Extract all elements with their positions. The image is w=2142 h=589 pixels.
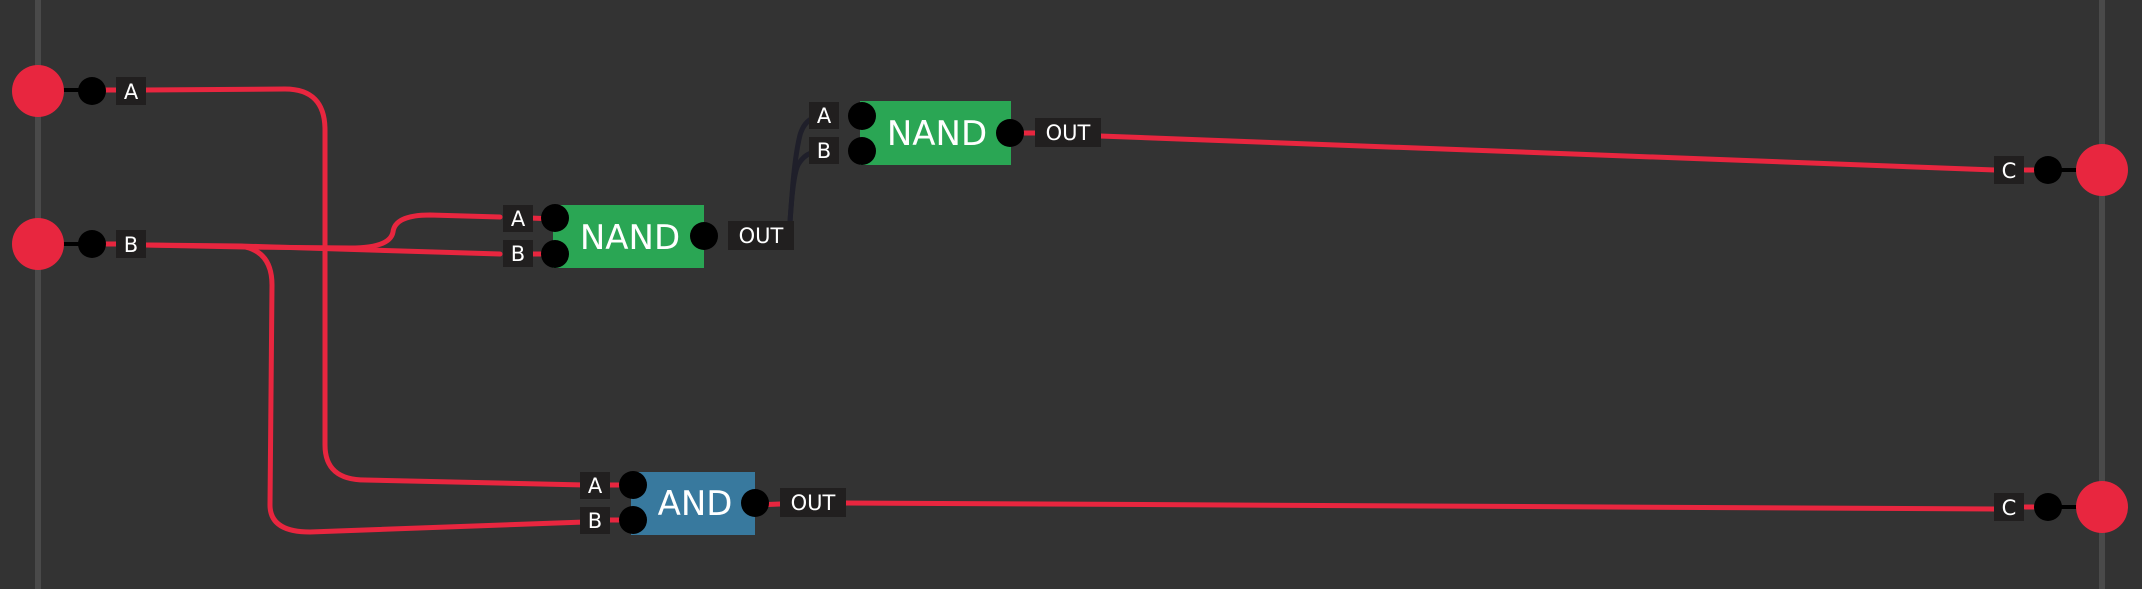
nand2-a-label: A bbox=[817, 104, 832, 128]
output-c-top[interactable]: C bbox=[1994, 144, 2128, 196]
and-a-label: A bbox=[588, 474, 603, 498]
output-c-bottom-indicator bbox=[2076, 481, 2128, 533]
input-b-label: B bbox=[124, 233, 138, 257]
and-a-chip bbox=[580, 472, 610, 499]
output-c-bottom-pin[interactable] bbox=[2034, 493, 2062, 521]
nand1-b-chip bbox=[503, 240, 533, 267]
wire-and-out-to-c-bottom[interactable] bbox=[842, 500, 1998, 512]
nand2-out-label: OUT bbox=[1046, 121, 1091, 145]
and-b-chip bbox=[580, 507, 610, 534]
wire-b-to-and-b[interactable] bbox=[237, 243, 588, 535]
input-b-pin[interactable] bbox=[78, 230, 106, 258]
nand-gate-2-body[interactable] bbox=[860, 101, 1011, 165]
nand2-b-chip bbox=[809, 137, 839, 164]
right-rail bbox=[2099, 0, 2105, 589]
and-gate[interactable]: AND A B OUT bbox=[580, 471, 846, 535]
and-b-label: B bbox=[588, 509, 602, 533]
input-a-toggle[interactable] bbox=[12, 65, 64, 117]
nand2-b-label: B bbox=[817, 139, 831, 163]
nand2-b-pin[interactable] bbox=[848, 137, 876, 165]
nand2-out-pin[interactable] bbox=[996, 119, 1024, 147]
nand2-a-chip bbox=[809, 102, 839, 129]
and-gate-title: AND bbox=[658, 484, 733, 524]
and-out-chip bbox=[780, 488, 846, 517]
output-c-top-label: C bbox=[2002, 159, 2017, 183]
and-out-label: OUT bbox=[791, 491, 836, 515]
input-b-toggle[interactable] bbox=[12, 218, 64, 270]
input-a-pin[interactable] bbox=[78, 77, 106, 105]
nand2-a-pin[interactable] bbox=[848, 102, 876, 130]
nand1-a-label: A bbox=[511, 207, 526, 231]
left-rail bbox=[35, 0, 41, 589]
input-a[interactable]: A bbox=[12, 65, 146, 117]
wire-nand2-out-to-c-top[interactable] bbox=[1097, 133, 1998, 173]
output-c-bottom-label-chip bbox=[1994, 493, 2024, 521]
nand1-a-pin[interactable] bbox=[541, 204, 569, 232]
nand1-b-label: B bbox=[511, 242, 525, 266]
and-out-pin[interactable] bbox=[741, 489, 769, 517]
input-a-label: A bbox=[124, 80, 139, 104]
input-b[interactable]: B bbox=[12, 218, 146, 270]
and-gate-body[interactable] bbox=[631, 472, 755, 535]
nand1-out-chip bbox=[728, 221, 794, 250]
nand1-b-pin[interactable] bbox=[541, 240, 569, 268]
input-a-label-chip bbox=[116, 77, 146, 105]
and-a-pin[interactable] bbox=[619, 471, 647, 499]
wires bbox=[60, 86, 2100, 535]
output-c-top-indicator bbox=[2076, 144, 2128, 196]
nand-gate-1-title: NAND bbox=[580, 218, 680, 258]
output-c-top-label-chip bbox=[1994, 156, 2024, 184]
nand2-out-chip bbox=[1035, 118, 1101, 147]
nand-gate-1-body[interactable] bbox=[553, 205, 704, 268]
input-b-label-chip bbox=[116, 230, 146, 258]
output-c-bottom[interactable]: C bbox=[1994, 481, 2128, 533]
nand1-a-chip bbox=[503, 205, 533, 232]
output-c-top-pin[interactable] bbox=[2034, 156, 2062, 184]
nand-gate-2[interactable]: NAND A B OUT bbox=[809, 101, 1101, 165]
and-b-pin[interactable] bbox=[619, 506, 647, 534]
wire-a-to-and-a[interactable] bbox=[142, 86, 588, 488]
output-c-bottom-label: C bbox=[2002, 496, 2017, 520]
nand1-out-label: OUT bbox=[739, 224, 784, 248]
nand1-out-pin[interactable] bbox=[690, 222, 718, 250]
nand-gate-2-title: NAND bbox=[887, 114, 987, 154]
nand-gate-1[interactable]: NAND A B OUT bbox=[503, 204, 794, 268]
